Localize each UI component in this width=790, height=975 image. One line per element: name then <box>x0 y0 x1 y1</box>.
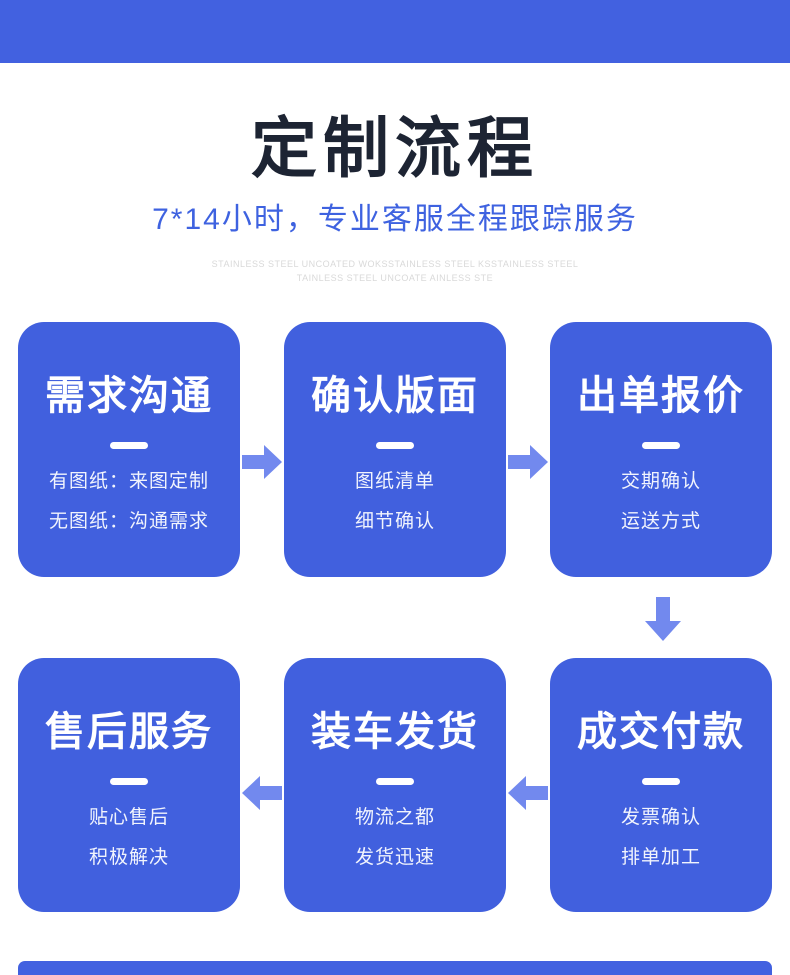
step-card-payment: 成交付款 发票确认 排单加工 <box>550 658 772 912</box>
step-detail: 细节确认 <box>354 510 435 532</box>
step-detail: 物流之都 <box>354 807 435 828</box>
divider <box>642 778 680 785</box>
step-title: 出单报价 <box>577 374 745 418</box>
step-card-shipping: 装车发货 物流之都 发货迅速 <box>284 658 506 912</box>
watermark-text: STAINLESS STEEL UNCOATED WOKSSTAINLESS S… <box>0 257 790 285</box>
divider <box>376 778 414 785</box>
arrow-left-icon <box>508 776 548 810</box>
step-title: 确认版面 <box>311 374 479 418</box>
arrow-right-icon <box>242 445 282 479</box>
step-detail: 运送方式 <box>620 510 701 532</box>
step-title: 成交付款 <box>577 710 745 754</box>
step-title: 售后服务 <box>45 710 213 754</box>
page-title: 定制流程 <box>251 111 539 185</box>
step-detail: 有图纸：来图定制 <box>48 471 209 492</box>
divider <box>642 442 680 449</box>
top-accent-bar <box>0 0 790 63</box>
step-detail: 贴心售后 <box>88 807 169 828</box>
watermark-line-1: STAINLESS STEEL UNCOATED WOKSSTAINLESS S… <box>211 259 579 269</box>
step-detail: 发货迅速 <box>354 846 435 868</box>
step-card-requirement: 需求沟通 有图纸：来图定制 无图纸：沟通需求 <box>18 322 240 577</box>
arrow-down-icon <box>645 597 681 641</box>
step-detail: 交期确认 <box>620 471 701 492</box>
divider <box>376 442 414 449</box>
step-title: 装车发货 <box>311 710 479 754</box>
step-detail: 积极解决 <box>88 846 169 868</box>
bottom-accent-bar <box>18 961 772 975</box>
arrow-left-icon <box>242 776 282 810</box>
page-subtitle: 7*14小时，专业客服全程跟踪服务 <box>152 203 638 236</box>
step-card-after-sale: 售后服务 贴心售后 积极解决 <box>18 658 240 912</box>
step-card-quotation: 出单报价 交期确认 运送方式 <box>550 322 772 577</box>
divider <box>110 442 148 449</box>
step-title: 需求沟通 <box>45 374 213 418</box>
watermark-line-2: TAINLESS STEEL UNCOATE AINLESS STE <box>296 273 494 283</box>
step-detail: 发票确认 <box>620 807 701 828</box>
divider <box>110 778 148 785</box>
step-card-confirm-layout: 确认版面 图纸清单 细节确认 <box>284 322 506 577</box>
step-detail: 图纸清单 <box>354 471 435 492</box>
step-detail: 无图纸：沟通需求 <box>48 510 209 532</box>
arrow-right-icon <box>508 445 548 479</box>
step-detail: 排单加工 <box>620 846 701 868</box>
